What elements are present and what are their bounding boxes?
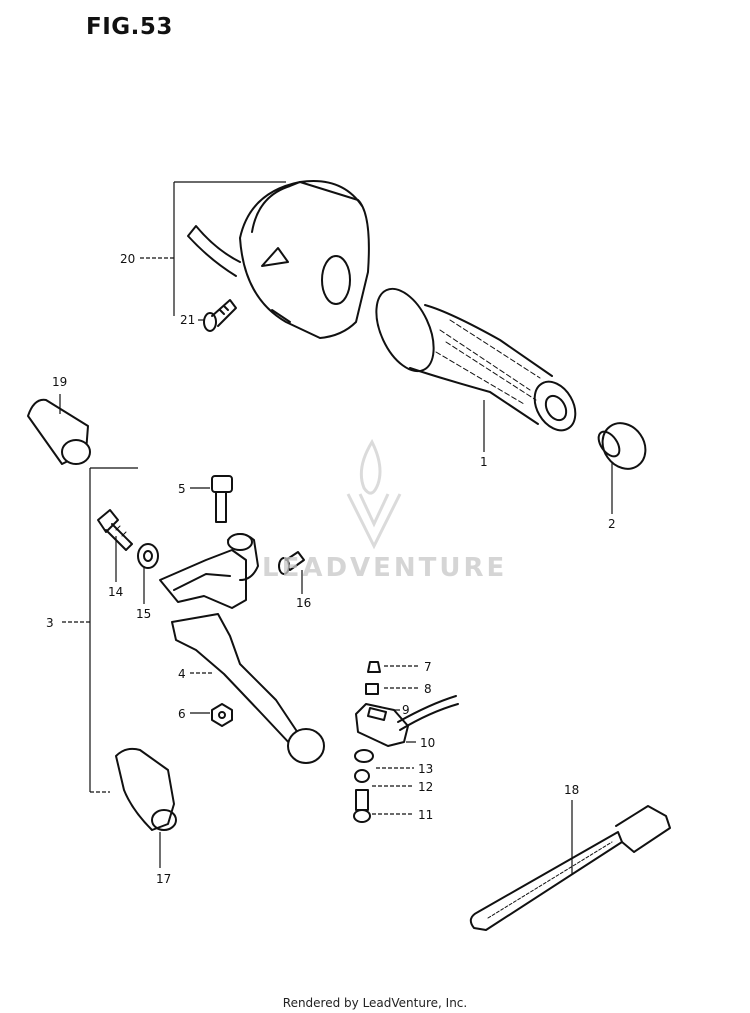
cable-tie-part	[469, 805, 671, 931]
callout-2: 2	[608, 517, 616, 531]
watermark-text: LEADVENTURE	[262, 553, 508, 583]
end-cap-part	[597, 422, 647, 470]
callout-10: 10	[420, 736, 435, 750]
callout-1: 1	[480, 455, 488, 469]
leader-lines	[59, 181, 613, 874]
screw-part-21	[203, 299, 237, 332]
lever-part	[171, 613, 325, 764]
callout-labels: 20 21 19 1 2 3 5 14 15 16 4 6 17 7 8 9 1…	[46, 252, 616, 886]
callout-12: 12	[418, 780, 433, 794]
washer-part-12	[354, 769, 370, 783]
callout-5: 5	[178, 482, 186, 496]
figure-title: FIG.53	[86, 14, 173, 40]
callout-13: 13	[418, 762, 433, 776]
lock-nut-part	[137, 543, 159, 569]
callout-4: 4	[178, 667, 186, 681]
watermark-logo	[346, 438, 402, 550]
callout-15: 15	[136, 607, 151, 621]
adjuster-bolt-part	[97, 509, 133, 551]
callout-3: 3	[46, 616, 54, 630]
grip-part	[375, 287, 577, 432]
callout-6: 6	[178, 707, 186, 721]
cable-boot-part	[27, 398, 91, 465]
washer-part-13	[354, 749, 374, 763]
callout-9: 9	[402, 703, 410, 717]
callout-7: 7	[424, 660, 432, 674]
switch-housing-part	[187, 180, 370, 339]
lever-cover-part	[115, 747, 177, 831]
nut-part	[211, 703, 233, 727]
lever-bracket-part	[159, 533, 259, 609]
callout-19: 19	[52, 375, 67, 389]
pivot-bolt-part	[211, 475, 233, 523]
screw-part-16	[278, 551, 305, 575]
callout-21: 21	[180, 313, 195, 327]
cap-part	[367, 661, 381, 673]
bush-part	[365, 683, 379, 695]
callout-16: 16	[296, 596, 311, 610]
screw-part-11	[353, 789, 371, 823]
callout-18: 18	[564, 783, 579, 797]
callout-17: 17	[156, 872, 171, 886]
switch-part	[355, 695, 459, 747]
callout-8: 8	[424, 682, 432, 696]
callout-20: 20	[120, 252, 135, 266]
callout-14: 14	[108, 585, 123, 599]
footer-credit: Rendered by LeadVenture, Inc.	[282, 996, 468, 1010]
callout-11: 11	[418, 808, 433, 822]
